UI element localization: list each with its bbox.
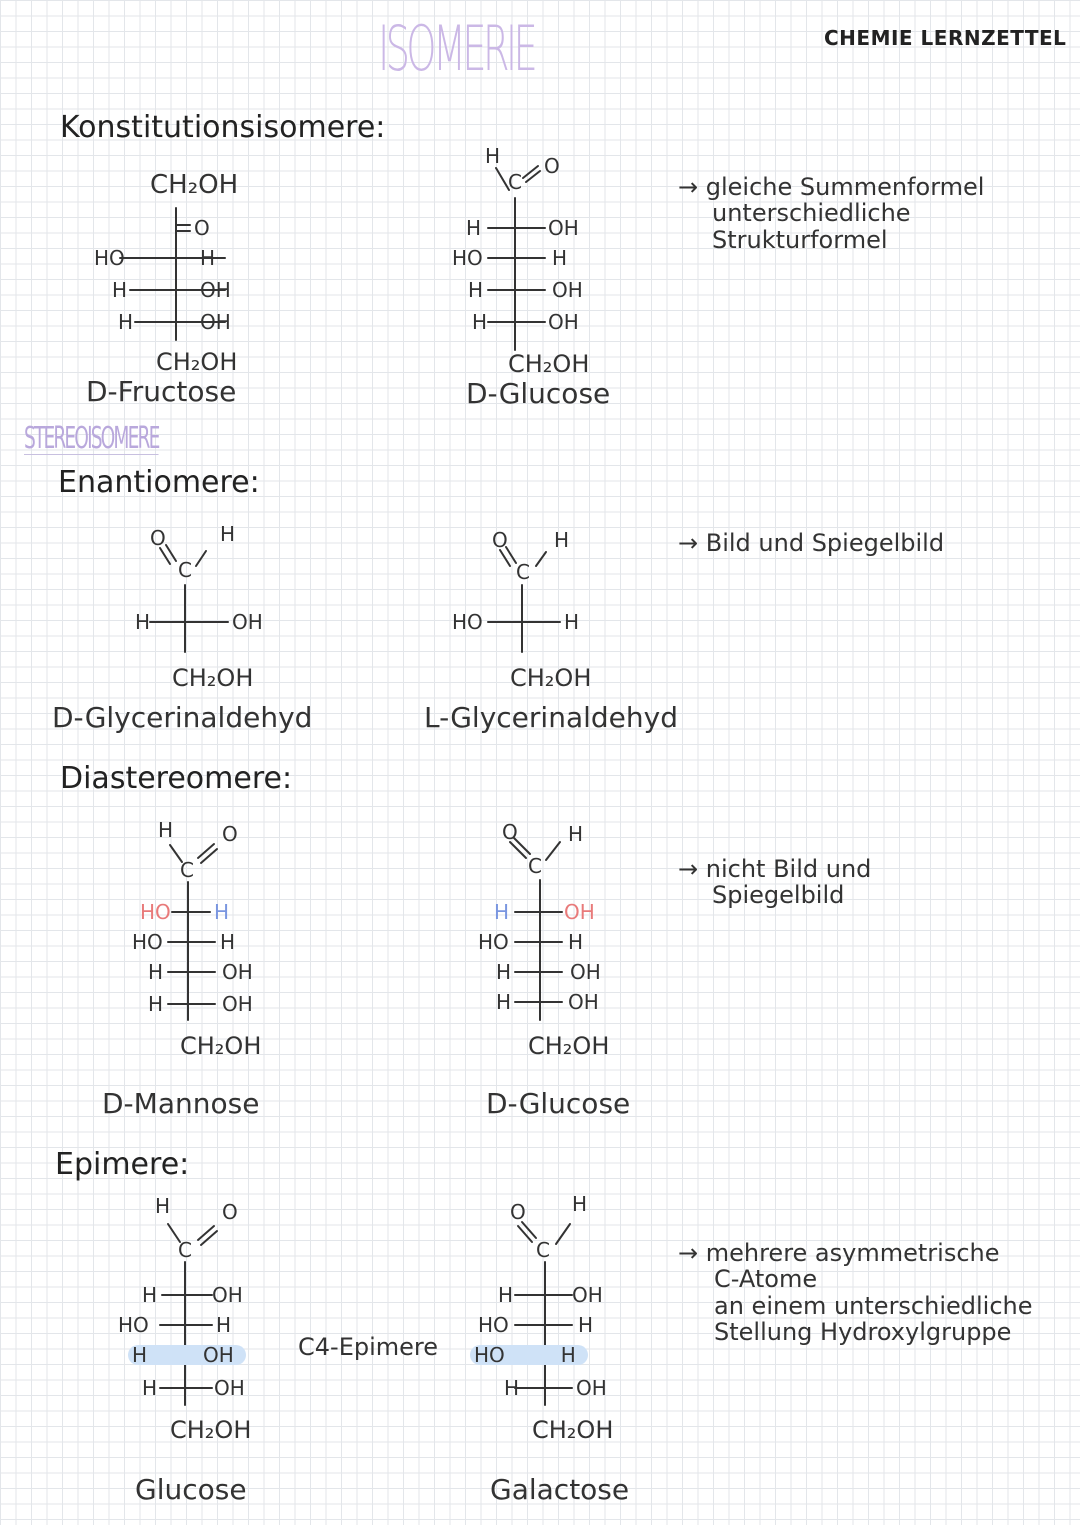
glucose3-right-1: OH [212, 1283, 243, 1307]
galactose-right-1: OH [572, 1283, 603, 1307]
galactose-right-2: H [578, 1313, 594, 1337]
heading-enantiomere: Enantiomere: [58, 465, 260, 500]
glucose1-left-3: H [468, 278, 484, 302]
glucose1-h: H [485, 144, 501, 168]
glucose3-left-4: H [142, 1376, 158, 1400]
l-glycer-h: H [554, 528, 570, 552]
d-glycer-h: H [220, 522, 236, 546]
l-glycer-right-1: H [564, 610, 580, 634]
glucose2-left-4: H [496, 990, 512, 1014]
d-glycer-o: O [150, 526, 166, 550]
l-glycer-name: L-Glycerinaldehyd [424, 701, 678, 734]
d-glycer-left-1: H [135, 610, 151, 634]
fructose-carbonyl-o: O [194, 216, 210, 240]
glucose1-bottom-group: CH₂OH [508, 350, 590, 378]
glucose2-left-3: H [496, 960, 512, 984]
fructose-left-3: H [118, 310, 134, 334]
glucose1-right-3: OH [552, 278, 583, 302]
glucose2-name: D-Glucose [486, 1087, 631, 1120]
glucose1-left-1: H [466, 216, 482, 240]
glucose2-right-4: OH [568, 990, 599, 1014]
glucose1-o: O [544, 154, 560, 178]
fructose-name: D-Fructose [86, 375, 237, 408]
note-diastereomere: → nicht Bild und Spiegelbild [678, 855, 872, 910]
glucose1-name: D-Glucose [466, 377, 611, 410]
glucose3-name: Glucose [135, 1473, 247, 1506]
mannose-name: D-Mannose [102, 1087, 260, 1120]
fructose-right-2: OH [200, 278, 231, 302]
d-glycer-right-1: OH [232, 610, 263, 634]
fructose-top-group: CH₂OH [150, 170, 239, 200]
galactose-bottom-group: CH₂OH [532, 1416, 614, 1444]
galactose-o: O [510, 1200, 526, 1224]
note-konstitution: → gleiche Summenformel unterschiedliche … [678, 173, 985, 254]
mannose-right-3: OH [222, 960, 253, 984]
fructose-right-3: OH [200, 310, 231, 334]
galactose-right-4: OH [576, 1376, 607, 1400]
l-glycer-left-1: HO [452, 610, 483, 634]
heading-diastereomere: Diastereomere: [60, 761, 293, 796]
galactose-name: Galactose [490, 1473, 630, 1506]
galactose-h: H [572, 1192, 588, 1216]
mannose-left-4: H [148, 992, 164, 1016]
l-glycer-c: C [516, 560, 530, 584]
l-glycer-o: O [492, 528, 508, 552]
galactose-left-1: H [498, 1283, 514, 1307]
glucose3-c: C [178, 1238, 192, 1262]
page-title: ISOMERIE [378, 12, 538, 85]
mannose-right-1-highlight: H [214, 900, 230, 924]
glucose3-right-4: OH [214, 1376, 245, 1400]
heading-epimere: Epimere: [55, 1147, 190, 1182]
glucose3-h: H [155, 1194, 171, 1218]
c4-epimere-label: C4-Epimere [298, 1333, 439, 1361]
glucose1-right-1: OH [548, 216, 579, 240]
mannose-right-4: OH [222, 992, 253, 1016]
note-enantiomere: → Bild und Spiegelbild [678, 529, 945, 557]
glucose1-left-4: H [472, 310, 488, 334]
d-glycer-name: D-Glycerinaldehyd [52, 701, 313, 734]
mannose-left-2: HO [132, 930, 163, 954]
glucose2-right-3: OH [570, 960, 601, 984]
mannose-right-2: H [220, 930, 236, 954]
fructose-left-2: H [112, 278, 128, 302]
glucose2-o: O [502, 820, 518, 844]
mannose-left-1-highlight: HO [140, 900, 171, 924]
glucose2-right-1-highlight: OH [564, 900, 595, 924]
mannose-bottom-group: CH₂OH [180, 1032, 262, 1060]
fructose-left-1: HO [94, 246, 125, 270]
glucose2-right-2: H [568, 930, 584, 954]
fructose-bottom-group: CH₂OH [156, 348, 238, 376]
note-epimere: → mehrere asymmetrische C-Atome an einem… [678, 1239, 1033, 1347]
glucose2-bottom-group: CH₂OH [528, 1032, 610, 1060]
glucose3-o: O [222, 1200, 238, 1224]
glucose1-right-4: OH [548, 310, 579, 334]
glucose3-left-2: HO [118, 1313, 149, 1337]
galactose-left-4: H [504, 1376, 520, 1400]
fructose-right-1: H [200, 246, 216, 270]
glucose1-left-2: HO [452, 246, 483, 270]
glucose2-c: C [528, 854, 542, 878]
mannose-c: C [180, 858, 194, 882]
galactose-left-2: HO [478, 1313, 509, 1337]
section-stereoisomere: STEREOISOMERE [24, 421, 160, 456]
glucose1-right-2: H [552, 246, 568, 270]
d-glycer-bottom-group: CH₂OH [172, 664, 254, 692]
glucose2-left-2: HO [478, 930, 509, 954]
galactose-c: C [536, 1238, 550, 1262]
glucose2-h: H [568, 822, 584, 846]
glucose3-left-1: H [142, 1283, 158, 1307]
heading-konstitutionsisomere: Konstitutionsisomere: [60, 110, 386, 145]
glucose3-bottom-group: CH₂OH [170, 1416, 252, 1444]
glucose3-right-2: H [216, 1313, 232, 1337]
mannose-o: O [222, 822, 238, 846]
d-glycer-c: C [178, 558, 192, 582]
mannose-h: H [158, 818, 174, 842]
glucose1-c: C [508, 170, 522, 194]
corner-label: CHEMIE LERNZETTEL [824, 26, 1067, 50]
mannose-left-3: H [148, 960, 164, 984]
glucose2-left-1-highlight: H [494, 900, 510, 924]
l-glycer-bottom-group: CH₂OH [510, 664, 592, 692]
